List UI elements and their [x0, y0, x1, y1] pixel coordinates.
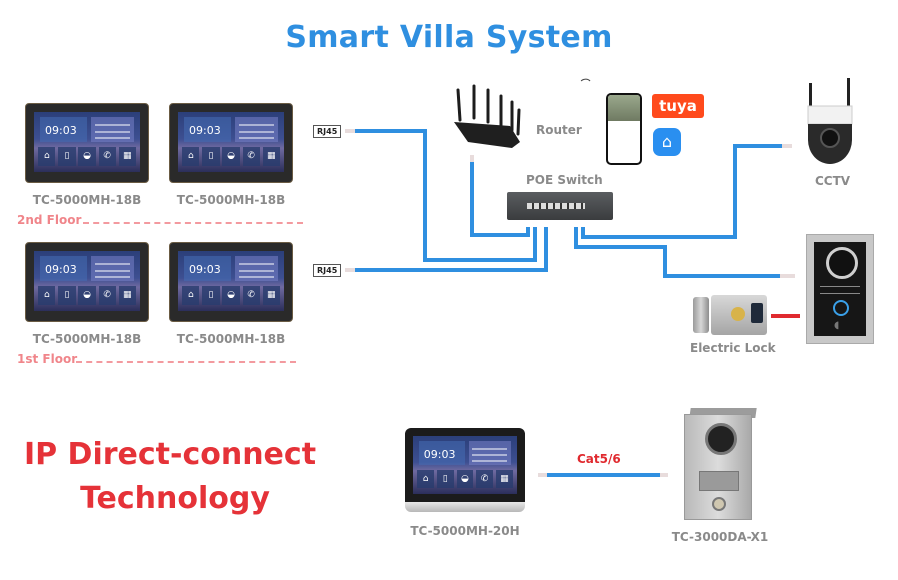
electric-lock-device: [693, 295, 767, 335]
intercom-icon: ▯: [436, 469, 454, 489]
wire-door-station: [574, 227, 780, 278]
indoor-monitor-label: TC-5000MH-20H: [410, 524, 520, 538]
monitor-base: [405, 502, 525, 512]
floor-divider: [76, 361, 296, 363]
wire-floor1: [355, 227, 548, 272]
rj45-tag: RJ45: [313, 264, 342, 277]
cctv-camera-icon: [807, 78, 853, 164]
monitor-2f-2: 09:03 ⌂▯◒✆▦: [169, 103, 293, 183]
home-icon: ⌂: [38, 285, 56, 305]
rj45-tag: RJ45: [313, 125, 342, 138]
call-icon: ✆: [98, 285, 116, 305]
home-icon: ⌂: [182, 146, 200, 166]
wire-cctv: [581, 144, 782, 239]
apps-icon: ▦: [262, 146, 280, 166]
fingerprint-reader-icon: [751, 303, 763, 323]
outdoor-station-device: [684, 408, 757, 520]
clock-readout: 09:03: [189, 124, 221, 138]
home-icon: ⌂: [182, 285, 200, 305]
apps-icon: ▦: [495, 469, 513, 489]
call-icon: ✆: [98, 146, 116, 166]
monitor-1f-2: 09:03 ⌂▯◒✆▦: [169, 242, 293, 322]
speaker-grille: [820, 286, 860, 294]
monitor-label: TC-5000MH-18B: [176, 193, 286, 207]
monitor-1f-1: 09:03 ⌂▯◒✆▦: [25, 242, 149, 322]
camera-icon: ◒: [456, 469, 474, 489]
intercom-icon: ▯: [58, 285, 76, 305]
floor-label-1st: 1st Floor: [17, 352, 78, 366]
call-button-icon: [833, 300, 849, 316]
poe-switch-label: POE Switch: [526, 173, 603, 187]
video-preview: [608, 95, 640, 121]
apps-icon: ▦: [118, 285, 136, 305]
ip-direct-heading-line2: Technology: [80, 481, 270, 516]
electric-lock-label: Electric Lock: [690, 341, 776, 355]
camera-icon: ◒: [222, 146, 240, 166]
apps-icon: ▦: [118, 146, 136, 166]
indoor-monitor-20h: 09:03 ⌂▯◒✆▦: [405, 428, 525, 512]
tuya-logo: tuya: [652, 94, 704, 118]
intercom-icon: ▯: [58, 146, 76, 166]
floor-label-2nd: 2nd Floor: [17, 213, 82, 227]
apps-icon: ▦: [262, 285, 280, 305]
home-icon: ⌂: [38, 146, 56, 166]
monitor-label: TC-5000MH-18B: [176, 332, 286, 346]
ip-direct-heading-line1: IP Direct-connect: [23, 437, 317, 472]
page-title: Smart Villa System: [285, 20, 613, 55]
clock-readout: 09:03: [189, 263, 221, 277]
smartphone-app: [606, 93, 642, 165]
camera-icon: ◒: [78, 146, 96, 166]
switch-ports: [527, 203, 585, 209]
cctv-label: CCTV: [815, 174, 851, 188]
router-icon: [454, 84, 521, 148]
outdoor-station-label: TC-3000DA-X1: [671, 530, 769, 544]
call-button-icon: [712, 497, 726, 511]
clock-readout: 09:03: [45, 124, 77, 138]
door-station-device: ◖: [806, 234, 874, 344]
home-icon: ⌂: [417, 469, 434, 489]
camera-lens-icon: [705, 423, 737, 455]
call-icon: ✆: [242, 146, 260, 166]
intercom-icon: ▯: [202, 285, 220, 305]
floor-divider: [83, 222, 303, 224]
cable-label: Cat5/6: [577, 452, 621, 466]
monitor-label: TC-5000MH-18B: [32, 332, 142, 346]
camera-icon: ◒: [222, 285, 240, 305]
smart-life-app-icon: ⌂: [653, 128, 681, 156]
call-icon: ✆: [476, 469, 494, 489]
clock-readout: 09:03: [423, 447, 456, 461]
card-reader-icon: [699, 471, 739, 491]
camera-icon: ◒: [78, 285, 96, 305]
monitor-label: TC-5000MH-18B: [32, 193, 142, 207]
key-cylinder-icon: [731, 307, 745, 321]
router-label: Router: [536, 123, 582, 137]
clock-readout: 09:03: [45, 263, 77, 277]
call-icon: ✆: [242, 285, 260, 305]
wire-router: [470, 162, 530, 237]
nfc-icon: ◖: [834, 320, 840, 331]
intercom-icon: ▯: [202, 146, 220, 166]
monitor-2f-1: 09:03 ⌂▯◒✆▦: [25, 103, 149, 183]
wire-floor2: [355, 129, 537, 262]
camera-lens-icon: [826, 247, 858, 279]
poe-switch-device: [507, 192, 613, 220]
